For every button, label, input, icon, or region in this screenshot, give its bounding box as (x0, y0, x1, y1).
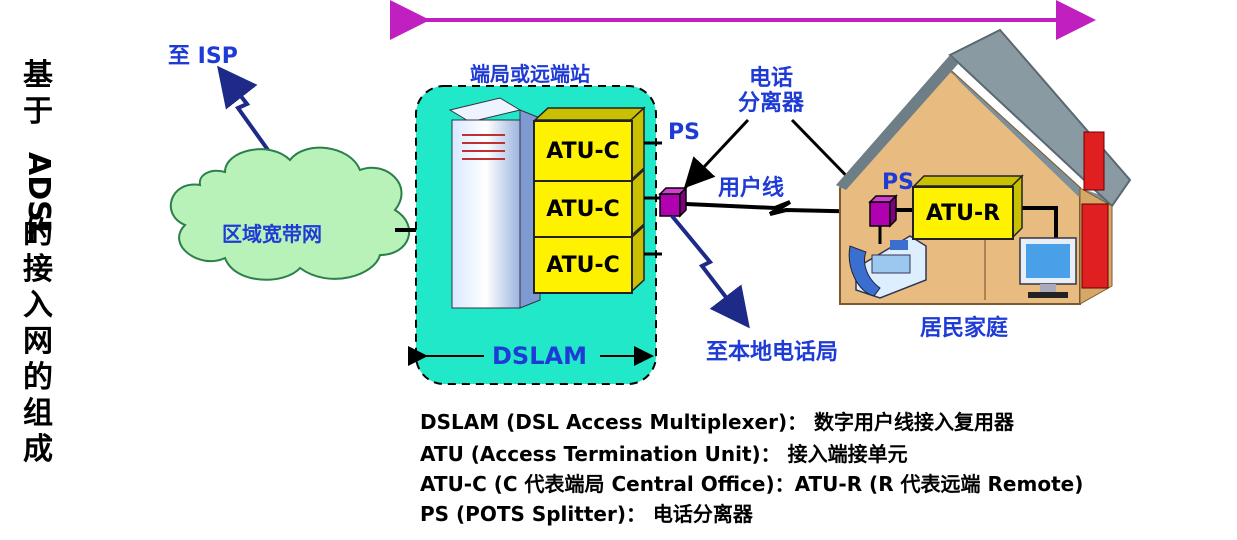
vertical-title-part3: 的接入网的组成 (23, 216, 53, 467)
telephone-icon (848, 235, 927, 299)
ps-right-label: PS (882, 170, 914, 195)
legend-line-4: PS (POTS Splitter)： 电话分离器 (420, 502, 753, 526)
dslam-label: DSLAM (492, 342, 587, 370)
to-isp-label: 至 ISP (168, 44, 238, 69)
phone-office-bolt (670, 214, 750, 329)
residence-label: 居民家庭 (920, 316, 1009, 341)
isp-link-bolt (217, 65, 270, 152)
computer-icon (1019, 237, 1077, 298)
atu-c-box-3: ATU-C (533, 236, 633, 294)
ps-left-cube (658, 186, 688, 218)
atu-c-box-1: ATU-C (533, 120, 633, 182)
atu-r-box: ATU-R (912, 186, 1014, 240)
regional-network-cloud (169, 146, 411, 281)
central-station-label: 端局或远端站 (470, 62, 590, 86)
dslam-server-icon (448, 97, 541, 309)
vertical-title-part2: ADSL (21, 152, 56, 241)
ps-left-label: PS (668, 120, 700, 145)
vertical-title: 基于 ADSL 的接入网的组成 (18, 58, 58, 468)
vertical-title-part1: 基于 (23, 58, 53, 129)
splitter-label: 电话 分离器 (738, 66, 805, 116)
atu-c-box-2: ATU-C (533, 180, 633, 238)
legend-line-3: ATU-C (C 代表端局 Central Office)：ATU-R (R 代… (420, 472, 1084, 496)
to-local-phone-label: 至本地电话局 (706, 340, 839, 365)
ps-right-cube (868, 194, 898, 228)
legend-line-1: DSLAM (DSL Access Multiplexer)： 数字用户线接入复… (420, 410, 1015, 434)
user-line-label: 用户线 (718, 176, 785, 201)
legend-line-2: ATU (Access Termination Unit)： 接入端接单元 (420, 442, 908, 466)
regional-network-label: 区域宽带网 (222, 222, 322, 246)
user-line (685, 200, 877, 216)
